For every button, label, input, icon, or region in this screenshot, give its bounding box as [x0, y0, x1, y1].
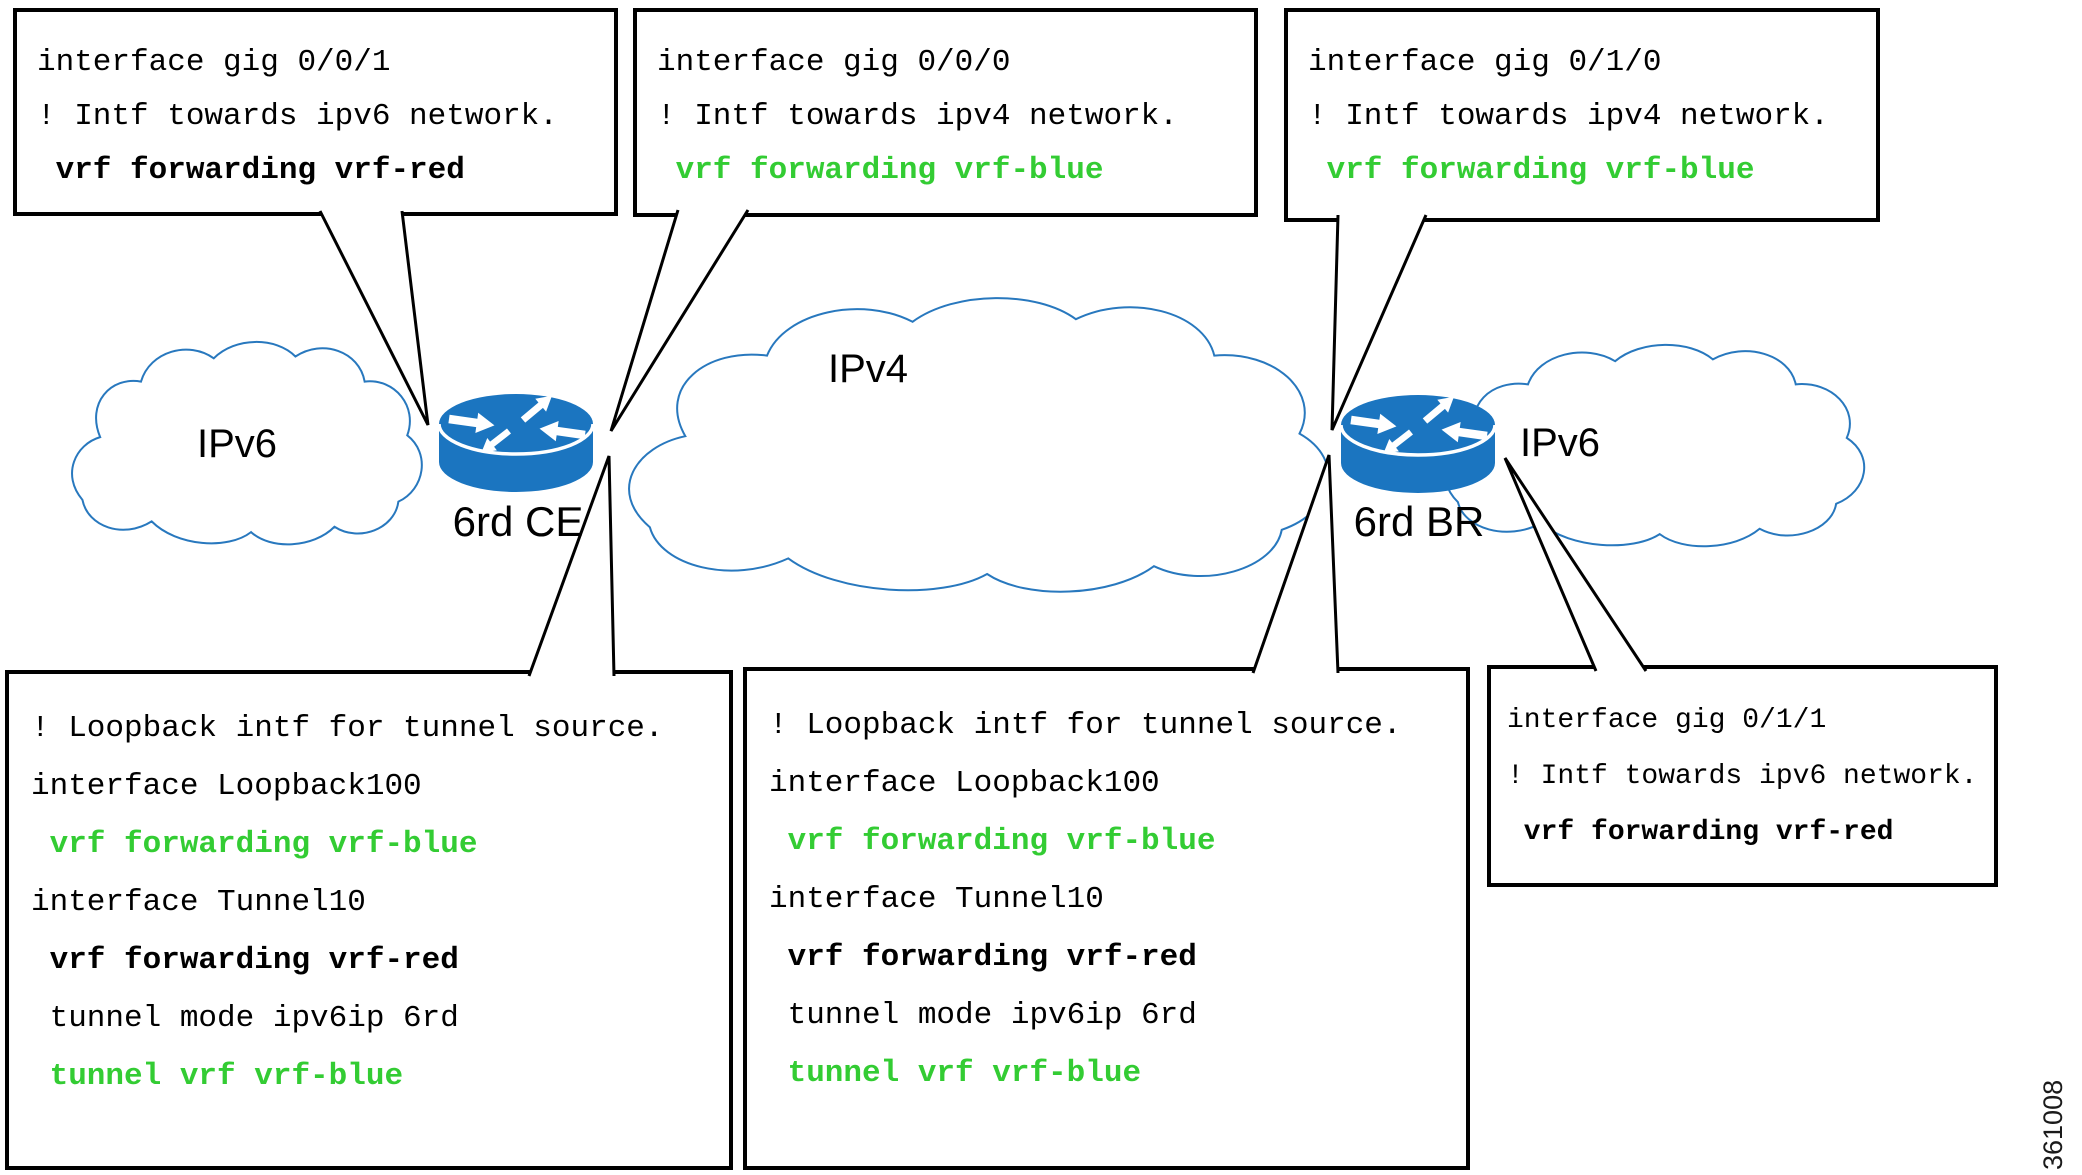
router-top [1341, 395, 1495, 455]
config-line: vrf forwarding vrf-blue [769, 824, 1216, 859]
router-arrows [448, 395, 586, 453]
cloud-label-ipv4: IPv4 [828, 347, 908, 391]
callout-interface-gig-0-1-0: interface gig 0/1/0 ! Intf towards ipv4 … [1284, 8, 1880, 222]
router-rim [437, 423, 595, 456]
router-rim [1339, 424, 1497, 457]
config-line: vrf forwarding vrf-red [1507, 817, 1894, 848]
config-line: vrf forwarding vrf-blue [31, 827, 478, 862]
ipv4-cloud [629, 298, 1329, 592]
config-line: interface gig 0/1/1 [1507, 705, 1827, 736]
router-body [439, 424, 593, 492]
config-line: ! Intf towards ipv4 network. [657, 99, 1178, 134]
config-line: interface Tunnel10 [769, 882, 1104, 917]
config-line: vrf forwarding vrf-blue [657, 153, 1104, 188]
config-line: interface gig 0/1/0 [1308, 45, 1662, 80]
config-line: tunnel vrf vrf-blue [31, 1059, 404, 1094]
callout-interface-gig-0-1-1: interface gig 0/1/1 ! Intf towards ipv6 … [1487, 665, 1998, 887]
callout-br-tunnel-config: ! Loopback intf for tunnel source. inter… [743, 667, 1470, 1170]
config-line: ! Intf towards ipv6 network. [1507, 761, 1978, 792]
figure-number: 361008 [2038, 1080, 2068, 1170]
config-line: vrf forwarding vrf-red [769, 940, 1197, 975]
router-6rd-ce-icon [437, 394, 595, 492]
config-line: interface Loopback100 [31, 769, 422, 804]
cloud-shape [72, 342, 422, 544]
cloud-label-ipv6-right: IPv6 [1520, 421, 1600, 465]
config-line: tunnel vrf vrf-blue [769, 1056, 1142, 1091]
config-line: tunnel mode ipv6ip 6rd [769, 998, 1197, 1033]
callout-ce-tunnel-config: ! Loopback intf for tunnel source. inter… [5, 670, 733, 1170]
callout-interface-gig-0-0-0: interface gig 0/0/0 ! Intf towards ipv4 … [633, 8, 1258, 217]
config-line: vrf forwarding vrf-red [37, 153, 465, 188]
callout-tail [527, 455, 616, 677]
config-line: interface Tunnel10 [31, 885, 366, 920]
callout-tail [1251, 454, 1340, 674]
router-label-6rd-ce: 6rd CE [453, 498, 584, 545]
config-line: vrf forwarding vrf-red [31, 943, 459, 978]
config-line: ! Intf towards ipv4 network. [1308, 99, 1829, 134]
config-line: ! Loopback intf for tunnel source. [31, 711, 664, 746]
ipv6-cloud-right [1445, 345, 1864, 546]
config-line: ! Intf towards ipv6 network. [37, 99, 558, 134]
callout-tail [318, 210, 430, 426]
config-line: interface gig 0/0/1 [37, 45, 391, 80]
callout-tail [1330, 214, 1428, 431]
config-line: interface gig 0/0/0 [657, 45, 1011, 80]
config-line: interface Loopback100 [769, 766, 1160, 801]
callout-interface-gig-0-0-1: interface gig 0/0/1 ! Intf towards ipv6 … [13, 8, 618, 216]
router-label-6rd-br: 6rd BR [1354, 498, 1485, 545]
router-top [439, 394, 593, 454]
router-6rd-br-icon [1339, 395, 1497, 493]
config-line: vrf forwarding vrf-blue [1308, 153, 1755, 188]
config-line: tunnel mode ipv6ip 6rd [31, 1001, 459, 1036]
callout-tail [609, 209, 750, 432]
config-line: ! Loopback intf for tunnel source. [769, 708, 1402, 743]
router-body [1341, 425, 1495, 493]
cloud-label-ipv6-left: IPv6 [197, 422, 277, 466]
ipv6-cloud-left [72, 342, 422, 544]
callout-tail [1503, 457, 1648, 672]
cloud-shape [629, 298, 1329, 592]
router-arrows [1350, 396, 1488, 454]
cloud-shape [1445, 345, 1864, 546]
